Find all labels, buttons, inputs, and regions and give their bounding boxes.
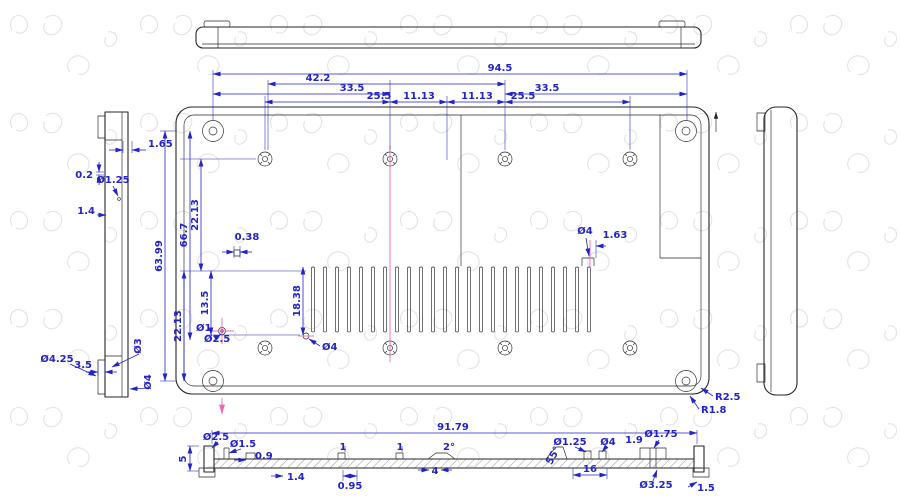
dims-bottom-section: 91.79 5 Ø2.5 Ø1.5 0.9 1 1 2° 55° Ø1.25 Ø… bbox=[178, 422, 715, 494]
dim-15: 1.5 bbox=[697, 483, 715, 494]
left-foot bbox=[198, 467, 216, 478]
dim-plan-6399: 63.99 bbox=[154, 240, 165, 272]
dim-1838: 18.38 bbox=[292, 285, 303, 317]
left-profile-view bbox=[97, 111, 129, 398]
dim-dia4-left: Ø4 bbox=[142, 374, 154, 390]
dim-plan-1113-right: 11.13 bbox=[461, 91, 493, 102]
right-profile-view bbox=[756, 106, 798, 396]
dim-dia25-bottom: Ø2.5 bbox=[203, 431, 229, 443]
dim-plan-1113-left: 11.13 bbox=[403, 91, 435, 102]
dim-plan-2213-lower: 22.13 bbox=[173, 310, 184, 342]
dims-left-profile: 1.65 0.2 Ø1.25 1.4 Ø3 3.5 Ø4.25 Ø4 bbox=[40, 139, 173, 391]
boss-bump bbox=[337, 452, 346, 460]
angled-wall bbox=[545, 446, 568, 460]
notch-feature bbox=[581, 257, 595, 266]
boss-bump bbox=[395, 452, 404, 460]
dim-9179: 91.79 bbox=[437, 422, 469, 433]
dim-35: 3.5 bbox=[74, 360, 92, 371]
dim-09: 0.9 bbox=[255, 451, 273, 462]
dim-4: 4 bbox=[432, 466, 439, 477]
dim-plan-335-left: 33.5 bbox=[340, 83, 365, 94]
dim-1b: 1 bbox=[397, 442, 404, 453]
dim-plan-2213-upper: 22.13 bbox=[190, 199, 201, 231]
left-wall bbox=[203, 445, 215, 473]
right-wall bbox=[693, 445, 705, 473]
dim-02: 0.2 bbox=[75, 170, 93, 181]
dim-dia25: Ø2.5 bbox=[204, 333, 230, 345]
dim-r18: R1.8 bbox=[701, 405, 726, 416]
dim-5: 5 bbox=[178, 455, 189, 462]
dim-14-bottom: 1.4 bbox=[287, 472, 305, 483]
dim-14-left: 1.4 bbox=[77, 206, 95, 217]
screw-boss bbox=[639, 447, 667, 460]
dim-dia325: Ø3.25 bbox=[639, 479, 672, 491]
dim-plan-42: 42.2 bbox=[306, 73, 331, 84]
dim-16: 16 bbox=[583, 464, 597, 475]
left-top-tab bbox=[97, 115, 106, 139]
inner-step bbox=[659, 115, 701, 259]
dim-plan-667: 66.7 bbox=[179, 223, 190, 248]
boss-bump bbox=[245, 452, 256, 460]
hatch-band bbox=[214, 459, 694, 468]
dim-163: 1.63 bbox=[603, 230, 628, 241]
dim-dia15: Ø1.5 bbox=[230, 438, 256, 450]
dims-plan-horizontal: 94.5 42.2 33.5 33.5 25.5 11.13 11.13 25.… bbox=[212, 63, 688, 160]
dim-19: 1.9 bbox=[625, 435, 643, 446]
dims-plan-inner: 0.38 18.38 Ø4 Ø1 Ø2.5 Ø4 1.63 R2.5 R1.8 bbox=[196, 225, 740, 416]
top-edge-view bbox=[195, 20, 702, 49]
dim-plan-255-left: 25.5 bbox=[367, 91, 392, 102]
top-left-foot bbox=[203, 20, 231, 28]
left-bottom-foot bbox=[97, 359, 106, 395]
right-bottom-tab bbox=[756, 363, 766, 383]
right-top-tab bbox=[756, 112, 766, 132]
dim-dia175: Ø1.75 bbox=[644, 428, 677, 440]
dim-plan-255-right: 25.5 bbox=[511, 91, 536, 102]
dim-dia4-slot: Ø4 bbox=[322, 341, 338, 353]
dim-dia4-bottom: Ø4 bbox=[600, 436, 616, 448]
dim-plan-335-right: 33.5 bbox=[535, 83, 560, 94]
dim-038: 0.38 bbox=[235, 232, 260, 243]
left-small-hole bbox=[117, 197, 121, 201]
dim-r25: R2.5 bbox=[715, 392, 740, 403]
dims-plan-vertical: 63.99 66.7 22.13 13.5 22.13 bbox=[154, 130, 306, 382]
boss-bump bbox=[583, 450, 592, 460]
top-right-foot bbox=[658, 20, 686, 28]
dim-165: 1.65 bbox=[148, 139, 173, 150]
dim-dia125-bottom: Ø1.25 bbox=[553, 436, 586, 448]
dim-dia125-left: Ø1.25 bbox=[96, 174, 129, 186]
dim-1a: 1 bbox=[340, 442, 347, 453]
dim-dia425: Ø4.25 bbox=[40, 353, 73, 365]
ramp-feature bbox=[427, 452, 456, 460]
dim-plan-overall: 94.5 bbox=[488, 63, 513, 74]
dim-dia4-notch: Ø4 bbox=[577, 225, 593, 237]
right-foot bbox=[692, 467, 710, 478]
dim-dia3: Ø3 bbox=[132, 338, 144, 354]
dim-095: 0.95 bbox=[338, 481, 363, 492]
dim-2deg: 2° bbox=[443, 442, 455, 453]
dim-dia1: Ø1 bbox=[196, 322, 212, 334]
dim-plan-135: 13.5 bbox=[200, 291, 211, 316]
